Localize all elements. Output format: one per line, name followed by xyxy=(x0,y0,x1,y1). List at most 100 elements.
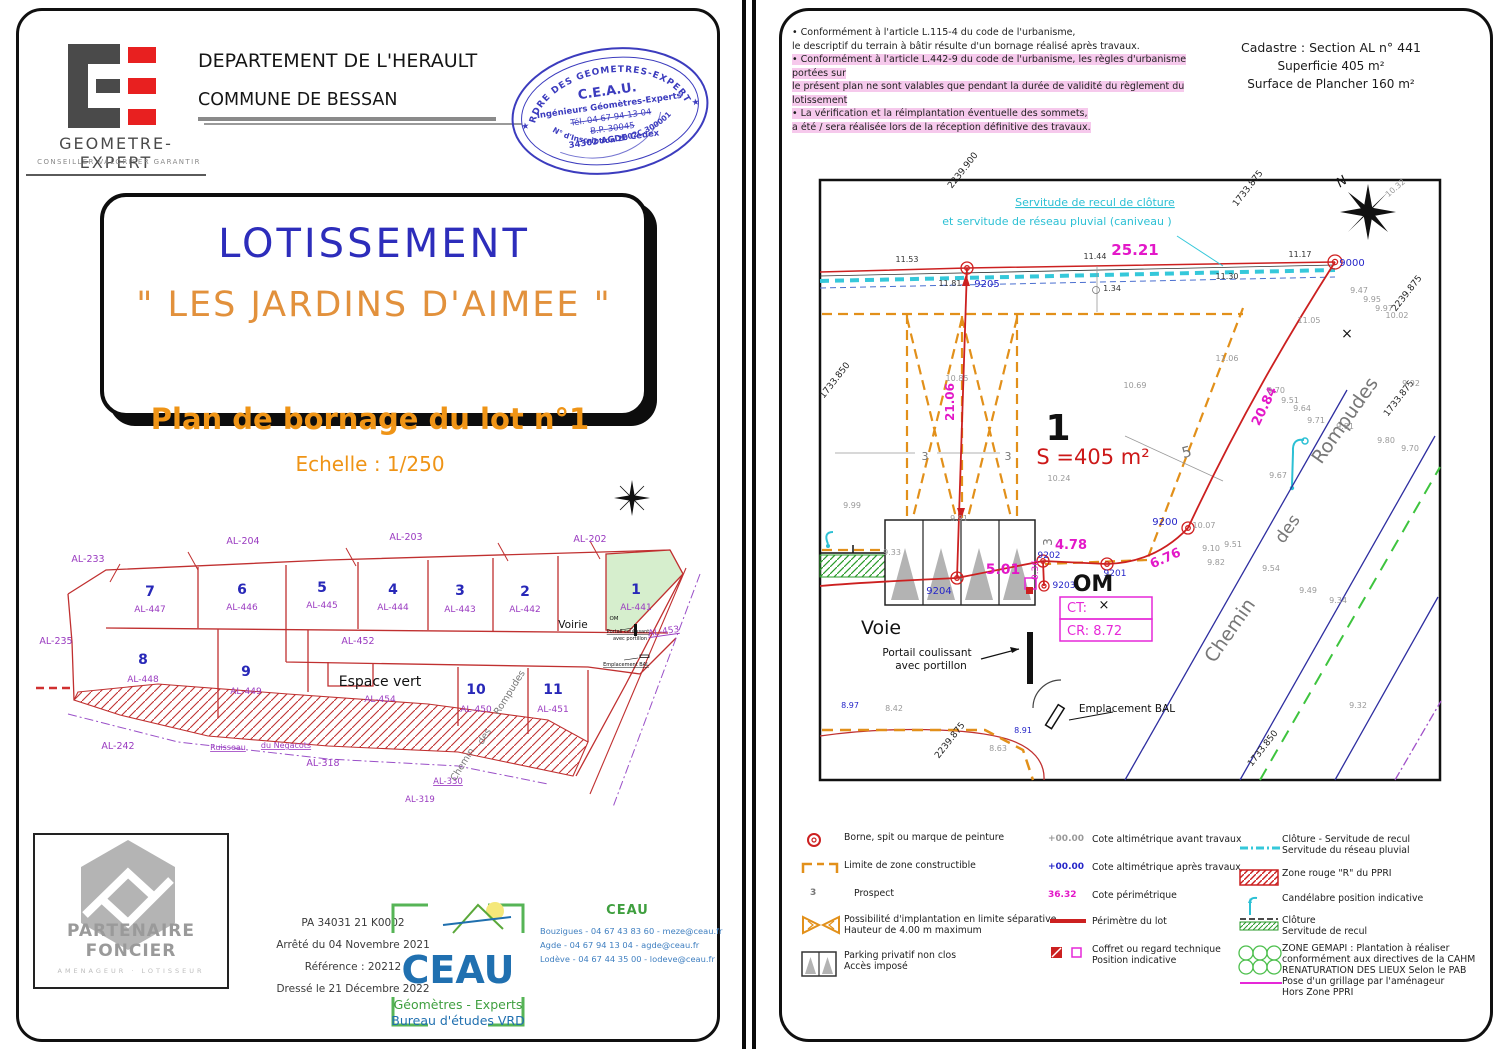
plan-label: AL-445 xyxy=(306,601,337,611)
bal-box xyxy=(1044,703,1066,730)
plan-label: 1 xyxy=(631,582,641,598)
plan-label: OM xyxy=(1073,572,1114,597)
plan-label: 11.06 xyxy=(1216,354,1239,363)
plan-label: 21.06 xyxy=(943,383,957,421)
stream-hatched-zone xyxy=(73,683,589,777)
plan-label: 8.63 xyxy=(989,744,1007,753)
partner-tagline: AMENAGEUR · LOTISSEUR xyxy=(57,967,205,975)
plan-label: AL-242 xyxy=(101,741,134,752)
plan-label: 1733.850 xyxy=(1246,729,1280,769)
legend-limite: Limite de zone constructible xyxy=(800,860,1050,876)
plan-label: 9.49 xyxy=(1299,586,1317,595)
ref-permit: PA 34031 21 K0002 xyxy=(301,917,405,929)
plan-label: 10.07 xyxy=(1193,521,1216,530)
plan-label: AL-442 xyxy=(509,605,540,615)
cloture-servitude-strip xyxy=(819,554,886,578)
contact-title: CEAU xyxy=(606,903,649,918)
plan-label: 9.32 xyxy=(1349,701,1367,710)
plan-frame xyxy=(818,178,1442,782)
north-arrow-icon xyxy=(1340,184,1396,240)
plan-label: AL-444 xyxy=(377,603,409,613)
plan-label: 1 xyxy=(1045,408,1070,449)
plan-label: 11.53 xyxy=(896,255,919,264)
candelabre-road-icon xyxy=(1291,438,1305,487)
plan-label: 2239.875 xyxy=(1390,274,1424,314)
plan-label: AL-443 xyxy=(444,605,475,615)
plan-label: 3 xyxy=(1005,450,1012,463)
plan-label: AL-441 xyxy=(620,603,651,613)
plan-label: 5.01 xyxy=(986,562,1021,578)
plan-label: et servitude de réseau pluvial (caniveau… xyxy=(942,215,1171,228)
plan-label: AL-451 xyxy=(537,705,568,715)
plan-label: des xyxy=(1271,511,1305,547)
plan-label: AL-452 xyxy=(341,636,374,647)
plan-label: 9000 xyxy=(1339,258,1364,269)
ceau-sun-icon xyxy=(486,902,504,920)
ceau-logo: CEAU Géomètres - Experts Bureau d'études… xyxy=(391,902,525,1028)
plan-label: Rompudes xyxy=(492,668,528,716)
partenaire-foncier-hexagon xyxy=(81,840,175,950)
plan-label: Emplacement BAL xyxy=(1079,703,1175,715)
plan-label: AL-319 xyxy=(405,795,435,805)
title-name: " LES JARDINS D'AIMEE " xyxy=(136,285,612,325)
scale-label: Echelle : 1/250 xyxy=(295,452,445,476)
plan-label: 9.47 xyxy=(1350,286,1368,295)
plan-label: 9203 xyxy=(1053,581,1076,591)
plan-label: 9.33 xyxy=(883,548,901,557)
plan-label: 10.02 xyxy=(1386,311,1409,320)
plan-label: 8.91 xyxy=(1014,726,1032,735)
plan-label: Ruisseau xyxy=(210,743,246,752)
ceau-logo-text: CEAU xyxy=(402,948,515,992)
plan-label: 9.91 xyxy=(950,514,968,523)
plan-label: AL-204 xyxy=(226,536,259,547)
department-title: DEPARTEMENT DE L'HERAULT xyxy=(198,50,478,72)
plan-label: 8 xyxy=(138,652,148,668)
partenaire-foncier-logo-box: PARTENAIRE FONCIER AMENAGEUR · LOTISSEUR xyxy=(33,833,229,989)
stamp-star-left: ★ xyxy=(521,121,530,132)
plan-label: 9.34 xyxy=(1329,596,1347,605)
plan-label: AL-202 xyxy=(573,534,606,545)
brand-tagline: CONSEILLER VALORISER GARANTIR xyxy=(37,158,201,166)
note-line: • Conformément à l'article L.442-9 du co… xyxy=(792,54,1187,79)
lot-1-green-parcel xyxy=(605,549,684,633)
plan-label: AL-330 xyxy=(433,777,463,787)
legend-perimetre: Périmètre du lot xyxy=(1048,916,1278,927)
plan-label: 11.44 xyxy=(1084,252,1107,261)
plan-label: AL-235 xyxy=(39,636,72,647)
plan-label: Voirie xyxy=(558,619,587,631)
plan-label: Portail coulissant xyxy=(882,647,971,659)
cadastre-plancher: Surface de Plancher 160 m² xyxy=(1247,77,1415,91)
legend-cote-avant: +00.00 Cote altimétrique avant travaux xyxy=(1048,834,1242,845)
ceau-contacts: CEAU Bouzigues - 04 67 43 83 60 - meze@c… xyxy=(540,903,722,966)
plan-label: 4 xyxy=(388,582,398,598)
borne-icon xyxy=(800,832,844,848)
ceau-sub1: Géomètres - Experts xyxy=(394,997,523,1012)
plan-label: 9.64 xyxy=(1293,404,1311,413)
plan-label: 9200 xyxy=(1152,517,1177,528)
ref-arrete: Arrêté du 04 Novembre 2021 xyxy=(276,939,430,951)
parking-icon xyxy=(800,950,844,978)
plan-label: S =405 m² xyxy=(1036,445,1149,469)
legal-notes: • Conformément à l'article L.115-4 du co… xyxy=(792,26,1190,134)
plan-label: Emplacement BAL xyxy=(603,662,649,668)
legend-gemapi: ZONE GEMAPI : Plantation à réaliser conf… xyxy=(1238,943,1488,998)
title-box: LOTISSEMENT " LES JARDINS D'AIMEE " xyxy=(100,193,648,417)
note-line: • Conformément à l'article L.115-4 du co… xyxy=(792,27,1076,38)
contact-agde: Agde - 04 67 94 13 04 - agde@ceau.fr xyxy=(540,940,700,950)
plan-label: × xyxy=(1341,326,1353,342)
plan-label: 11.81 xyxy=(939,279,962,288)
plan-label: 5 xyxy=(1180,442,1194,462)
ref-number: Référence : 20212 xyxy=(304,961,402,973)
plan-label: 10.85 xyxy=(946,374,969,383)
north-star-small xyxy=(614,480,650,516)
note-line: • La vérification et la réimplantation é… xyxy=(792,108,1088,119)
partner-name: PARTENAIRE FONCIER xyxy=(66,921,195,961)
zone-rouge-icon xyxy=(1238,868,1282,888)
page-divider-left xyxy=(742,0,746,1049)
plan-label: 1733.850 xyxy=(818,361,852,401)
